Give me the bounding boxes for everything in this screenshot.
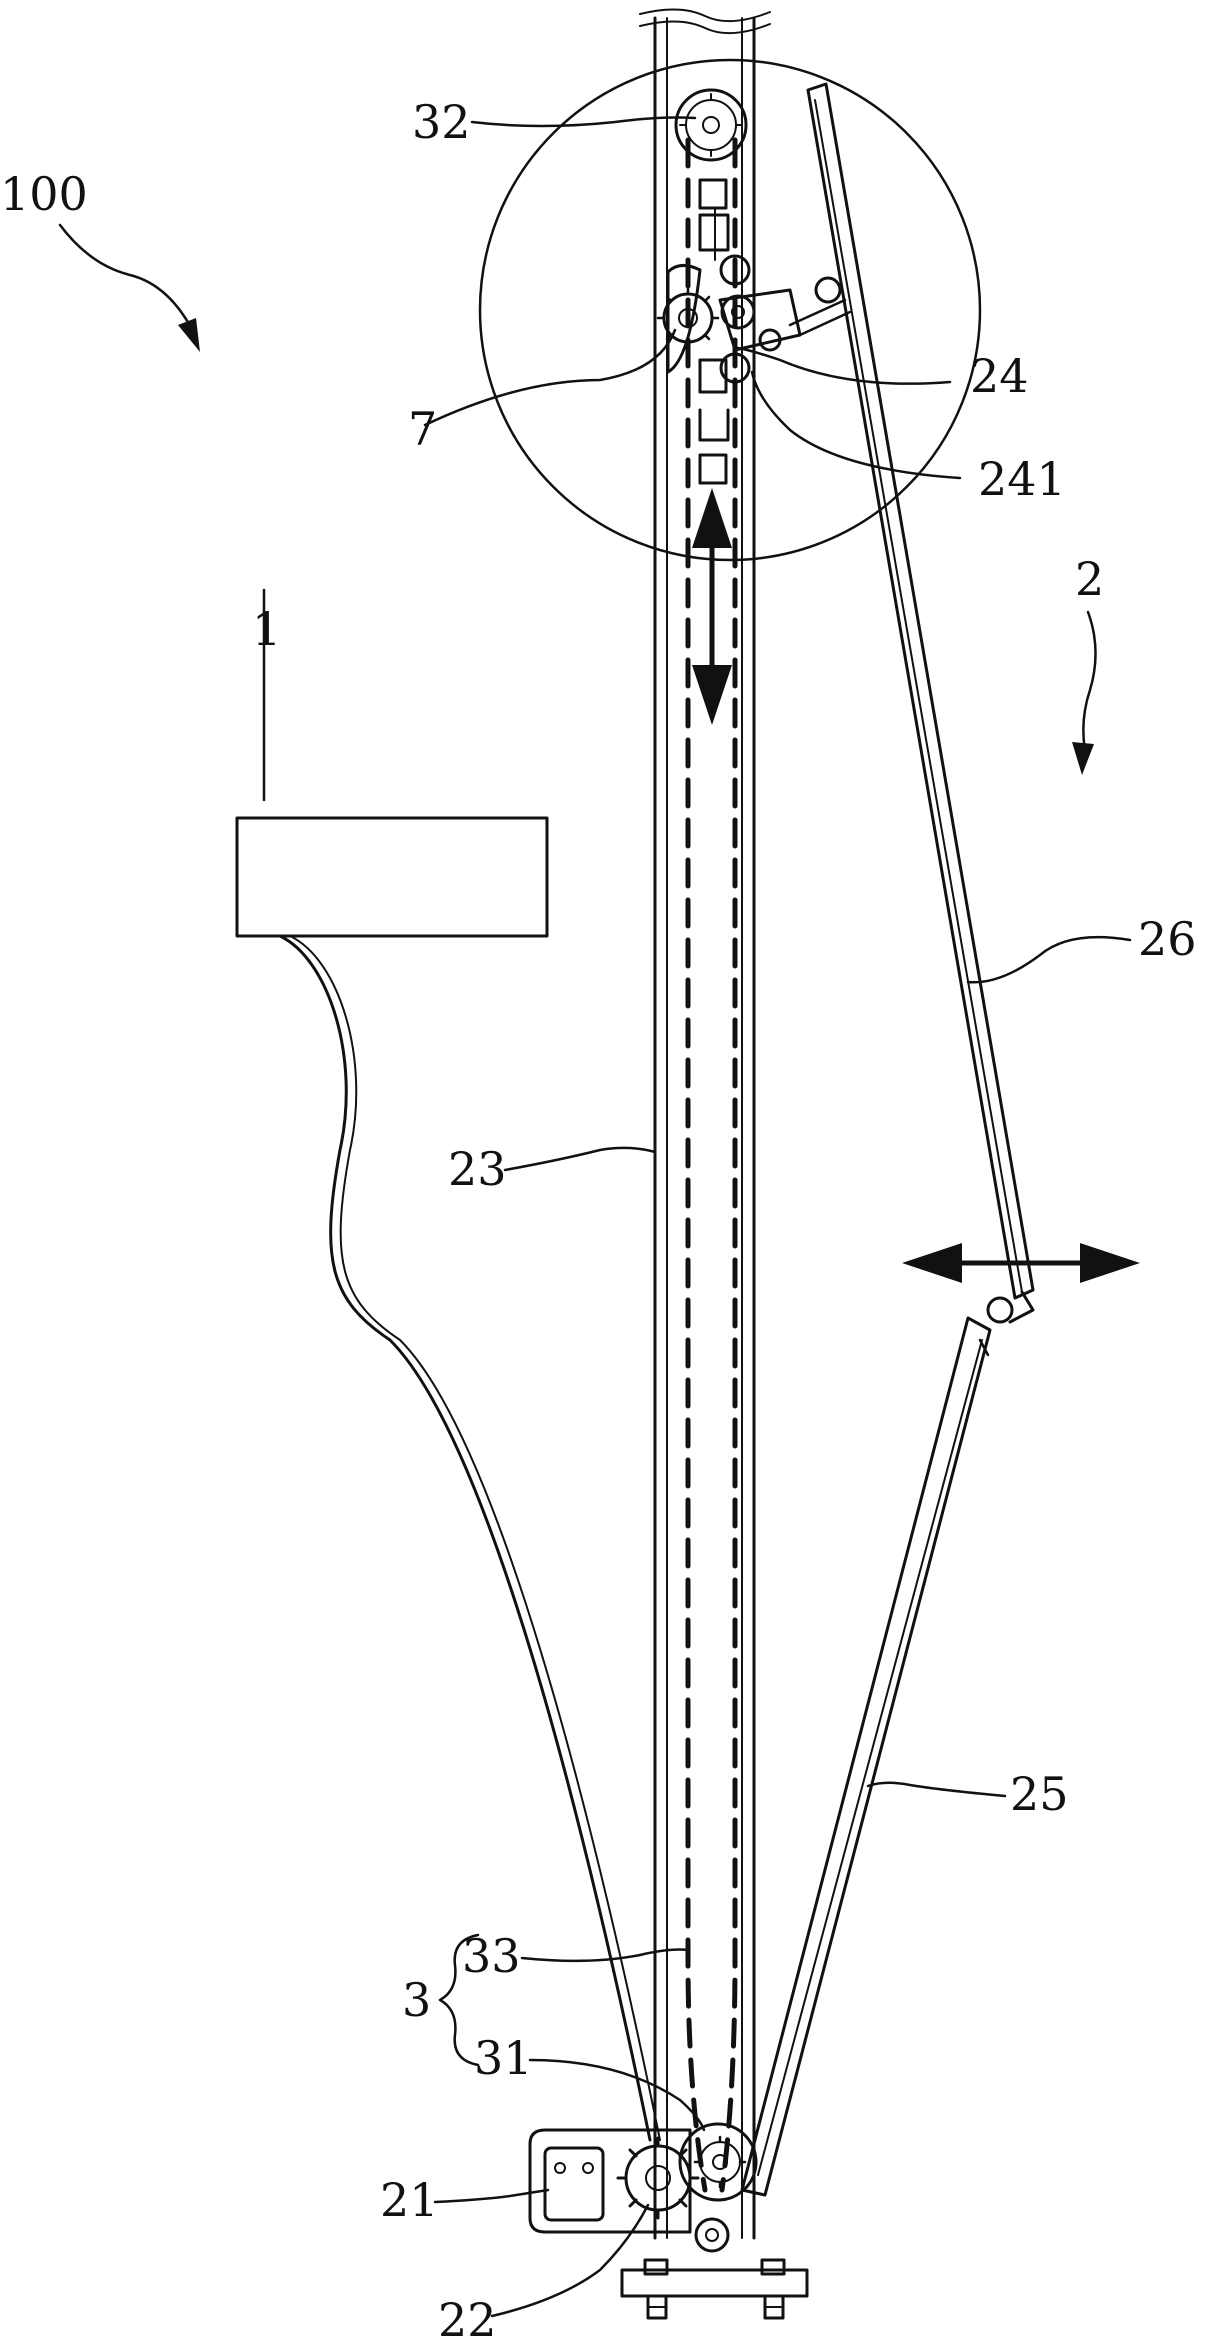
upper-link-arm bbox=[808, 84, 1033, 1322]
lower-link-arm bbox=[742, 1298, 1012, 2195]
label-31: 31 bbox=[474, 2031, 533, 2085]
label-32: 32 bbox=[412, 95, 471, 149]
label-3: 3 bbox=[402, 1973, 431, 2027]
label-25: 25 bbox=[1010, 1767, 1069, 1821]
label-21: 21 bbox=[380, 2173, 439, 2227]
detail-circle bbox=[480, 60, 980, 560]
label-241: 241 bbox=[978, 452, 1066, 506]
carriage-block-upper bbox=[700, 180, 728, 260]
reference-arrow-2 bbox=[1072, 612, 1096, 775]
label-100: 100 bbox=[0, 167, 88, 221]
controller-box bbox=[237, 818, 547, 936]
top-sprocket bbox=[676, 90, 746, 160]
reference-arrow-100 bbox=[60, 225, 200, 352]
label-1: 1 bbox=[252, 602, 281, 656]
base-plate bbox=[622, 2260, 807, 2318]
label-33: 33 bbox=[462, 1929, 521, 1983]
label-7: 7 bbox=[408, 402, 437, 456]
chain-loop bbox=[688, 140, 735, 2190]
vertical-double-arrow bbox=[692, 488, 732, 725]
drive-gear bbox=[618, 2138, 698, 2218]
vertical-rail bbox=[640, 9, 770, 2238]
label-24: 24 bbox=[970, 349, 1029, 403]
label-26: 26 bbox=[1138, 912, 1197, 966]
label-23: 23 bbox=[448, 1142, 507, 1196]
label-2: 2 bbox=[1075, 552, 1104, 606]
horizontal-double-arrow bbox=[902, 1243, 1140, 1283]
label-22: 22 bbox=[438, 2293, 497, 2347]
